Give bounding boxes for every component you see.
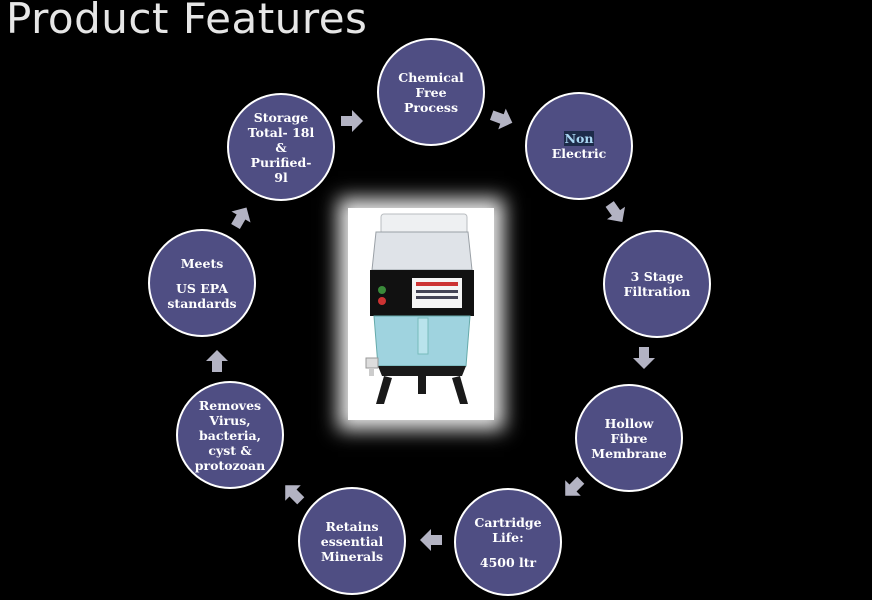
feature-line: essential xyxy=(320,533,384,549)
feature-hollow-fibre: Hollow Fibre Membrane xyxy=(575,384,683,492)
feature-cartridge-life: Cartridge Life: 4500 ltr xyxy=(454,488,562,596)
arrow-icon xyxy=(565,476,585,496)
feature-line: standards xyxy=(167,295,237,311)
feature-line: Removes xyxy=(198,397,262,413)
arrow-icon xyxy=(489,108,513,130)
feature-line: Purified- xyxy=(250,154,312,170)
feature-storage: Storage Total- 18l & Purified- 9l xyxy=(227,93,335,201)
feature-line: bacteria, xyxy=(199,427,261,443)
feature-meets-epa: Meets US EPA standards xyxy=(148,229,256,337)
feature-line: Electric xyxy=(551,146,607,161)
feature-line: Cartridge xyxy=(474,514,542,530)
feature-line: Process xyxy=(404,99,458,115)
feature-line: Life: xyxy=(492,529,524,545)
arrow-icon xyxy=(206,350,228,372)
feature-line: 4500 ltr xyxy=(479,554,537,570)
feature-line: US EPA xyxy=(176,280,228,296)
feature-line: Total- 18l xyxy=(247,124,315,140)
feature-non-electric: Non Electric xyxy=(525,92,633,200)
feature-line: Meets xyxy=(180,255,224,271)
feature-line: Hollow xyxy=(604,415,654,431)
arrow-icon xyxy=(231,207,251,230)
feature-retains-minerals: Retains essential Minerals xyxy=(298,487,406,595)
feature-line: Fibre xyxy=(610,430,648,446)
feature-line: cyst & xyxy=(208,442,252,458)
feature-line: & xyxy=(275,139,287,155)
water-purifier-image xyxy=(348,208,494,420)
feature-line: Storage xyxy=(253,109,309,125)
arrow-icon xyxy=(633,347,655,369)
feature-line: Minerals xyxy=(320,548,384,564)
feature-line-highlighted: Non xyxy=(563,131,595,146)
feature-three-stage: 3 Stage Filtration xyxy=(603,230,711,338)
feature-line: Retains xyxy=(325,518,379,534)
feature-line: Membrane xyxy=(591,445,667,461)
feature-line: Free xyxy=(415,84,447,100)
page-title: Product Features xyxy=(6,0,368,43)
feature-line: protozoan xyxy=(194,457,266,473)
feature-line: Chemical xyxy=(398,69,464,85)
arrow-icon xyxy=(420,529,442,551)
feature-line: 9l xyxy=(274,169,288,185)
feature-line: 3 Stage xyxy=(630,269,684,284)
feature-line: Virus, xyxy=(209,412,251,428)
arrow-icon xyxy=(341,110,363,132)
arrow-icon xyxy=(285,485,305,505)
water-purifier-drawing xyxy=(365,213,474,404)
feature-removes-virus: Removes Virus, bacteria, cyst & protozoa… xyxy=(176,381,284,489)
feature-line: Filtration xyxy=(623,284,691,299)
arrow-icon xyxy=(605,201,626,223)
feature-chemical-free: Chemical Free Process xyxy=(377,38,485,146)
